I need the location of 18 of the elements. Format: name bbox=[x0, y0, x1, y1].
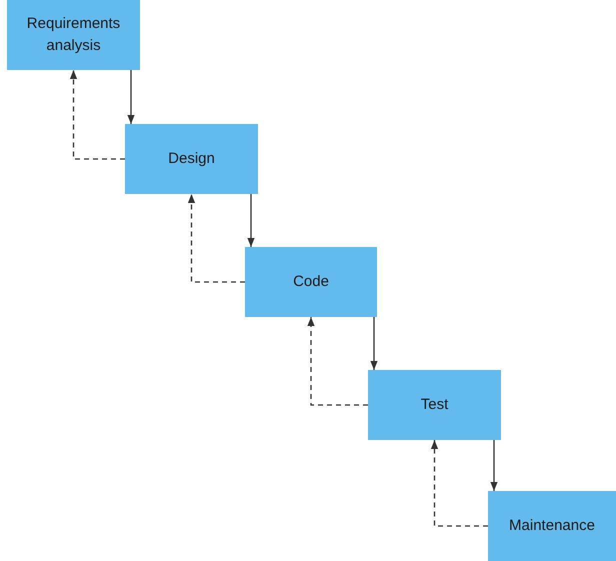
arrow bbox=[127, 70, 135, 124]
box-label: Maintenance bbox=[509, 516, 595, 536]
dashed-feedback-arrow bbox=[307, 317, 368, 406]
process-box bbox=[245, 247, 377, 317]
process-box bbox=[488, 491, 616, 561]
dashed-feedback-arrow bbox=[188, 194, 245, 283]
arrow bbox=[370, 317, 378, 370]
box-label: Design bbox=[168, 149, 215, 169]
arrow bbox=[247, 194, 255, 247]
arrow bbox=[490, 440, 498, 491]
box-label: Code bbox=[293, 272, 329, 292]
dashed-feedback-arrow bbox=[70, 70, 125, 160]
process-box bbox=[125, 124, 258, 194]
process-box bbox=[368, 370, 501, 440]
box-label: Test bbox=[420, 395, 448, 415]
process-box bbox=[7, 0, 140, 70]
box-label: Requirements analysis bbox=[26, 14, 122, 56]
dashed-feedback-arrow bbox=[430, 440, 488, 527]
